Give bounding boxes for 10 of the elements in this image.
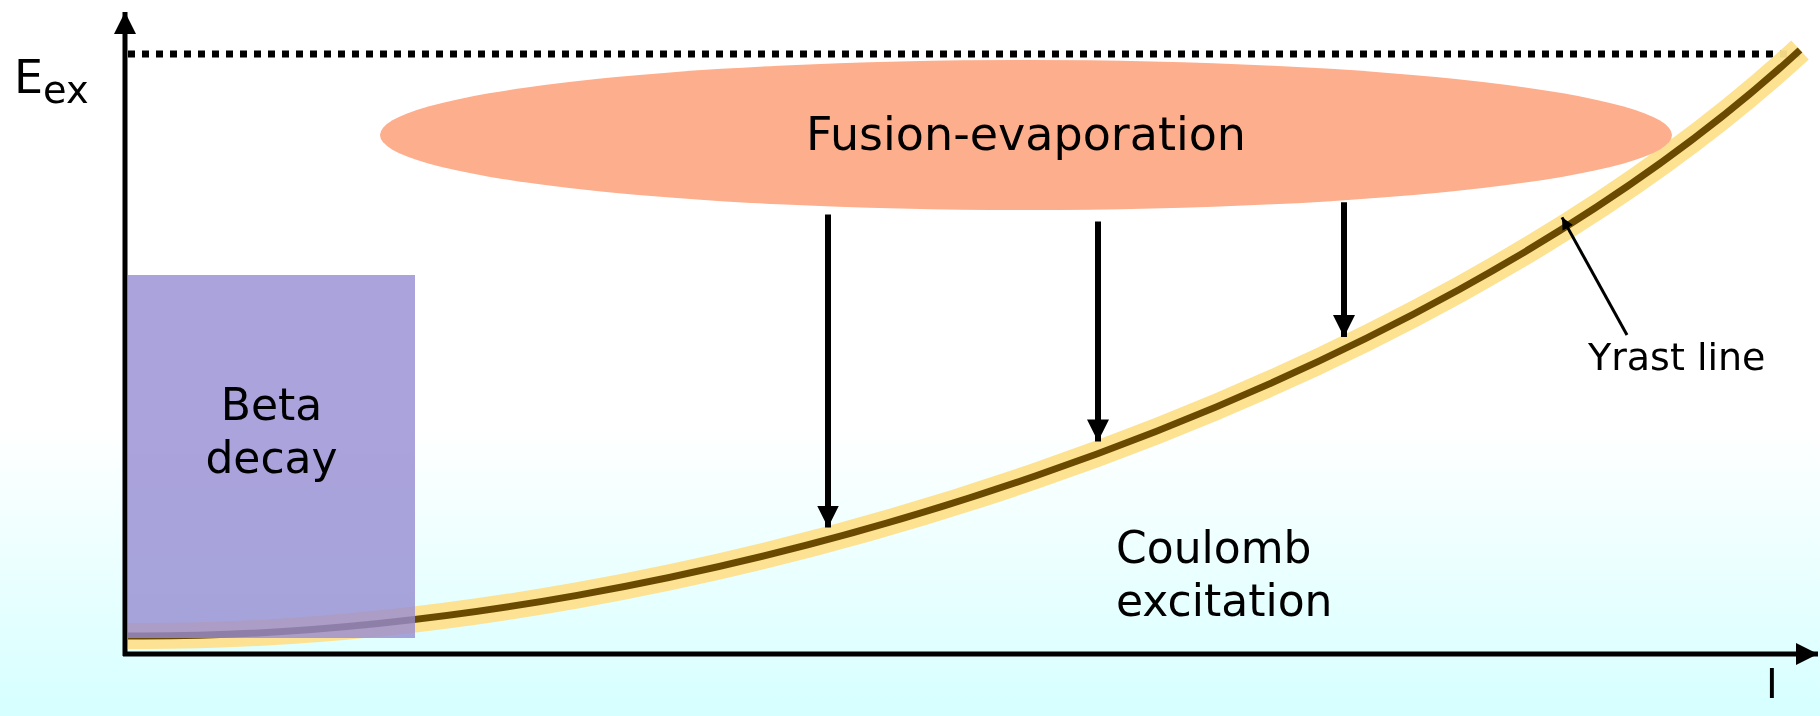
- region-label: Coulomb excitation: [1116, 522, 1334, 628]
- yrast-curve: [127, 40, 1809, 649]
- axis-label: E$_{ex}$: [14, 50, 89, 114]
- curve-label: Yrast line: [1588, 335, 1788, 385]
- axis-label: I: [1766, 660, 1778, 708]
- process-label: Fusion-evaporation: [806, 107, 1246, 163]
- arrow: [817, 214, 839, 528]
- leader-line: [1560, 216, 1629, 336]
- arrow: [1087, 221, 1109, 442]
- process-label: Beta decay: [204, 378, 339, 485]
